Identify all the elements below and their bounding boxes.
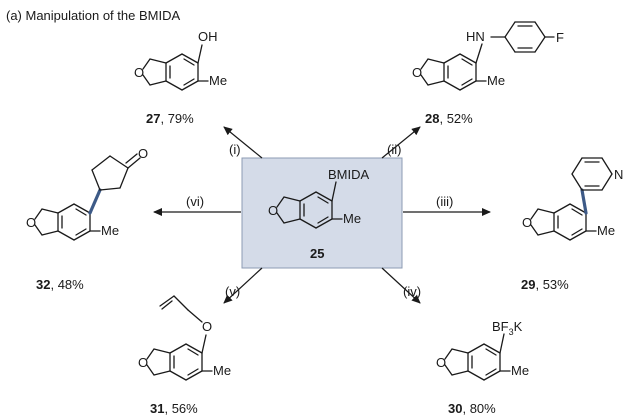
- arrow-iv: [381, 267, 421, 304]
- caption-32: 32, 48%: [36, 277, 84, 292]
- oxygen-label: O: [26, 215, 36, 230]
- fluorine-label: F: [556, 30, 564, 45]
- oxygen-label: O: [436, 355, 446, 370]
- compound-29: N Me O: [522, 157, 623, 241]
- oxygen-label: O: [134, 65, 144, 80]
- methyl-label: Me: [511, 363, 529, 378]
- methyl-label: Me: [343, 211, 361, 226]
- hydroxyl-label: OH: [198, 29, 218, 44]
- condition-iv: (iv): [403, 284, 421, 299]
- methyl-label: Me: [597, 223, 615, 238]
- compound-27: OH Me O: [134, 29, 227, 91]
- compound-30: BF3K Me O: [436, 319, 529, 381]
- methyl-label: Me: [213, 363, 231, 378]
- caption-30: 30, 80%: [448, 401, 496, 416]
- oxygen-label: O: [138, 355, 148, 370]
- condition-i: (i): [229, 142, 241, 157]
- oxygen-label: O: [268, 203, 278, 218]
- methyl-label: Me: [101, 223, 119, 238]
- methyl-label: Me: [209, 73, 227, 88]
- arrow-ii: [381, 126, 421, 159]
- compound-25: BMIDA Me O 25: [268, 167, 370, 261]
- condition-v: (v): [225, 284, 240, 299]
- condition-vi: (vi): [186, 194, 204, 209]
- trifluoroborate-label: BF3K: [492, 319, 523, 337]
- arrow-i: [223, 126, 263, 159]
- condition-ii: (ii): [387, 142, 401, 157]
- caption-29: 29, 53%: [521, 277, 569, 292]
- amine-label: HN: [466, 29, 485, 44]
- bmida-label: BMIDA: [328, 167, 370, 182]
- compound-31: O Me O: [138, 295, 231, 381]
- compound-28: HN F Me O: [412, 21, 564, 91]
- caption-28: 28, 52%: [425, 111, 473, 126]
- oxygen-label: O: [412, 65, 422, 80]
- scheme-title: (a) Manipulation of the BMIDA: [6, 8, 180, 23]
- center-box: [241, 157, 403, 269]
- caption-27: 27, 79%: [146, 111, 194, 126]
- compound-32: O Me O: [26, 146, 148, 241]
- caption-31: 31, 56%: [150, 401, 198, 416]
- methyl-label: Me: [487, 73, 505, 88]
- nitrogen-label: N: [614, 167, 623, 182]
- compound-number: 25: [310, 246, 324, 261]
- ether-oxygen-label: O: [202, 319, 212, 334]
- ketone-oxygen-label: O: [138, 146, 148, 161]
- condition-iii: (iii): [436, 194, 453, 209]
- oxygen-label: O: [522, 215, 532, 230]
- arrow-v: [223, 267, 263, 304]
